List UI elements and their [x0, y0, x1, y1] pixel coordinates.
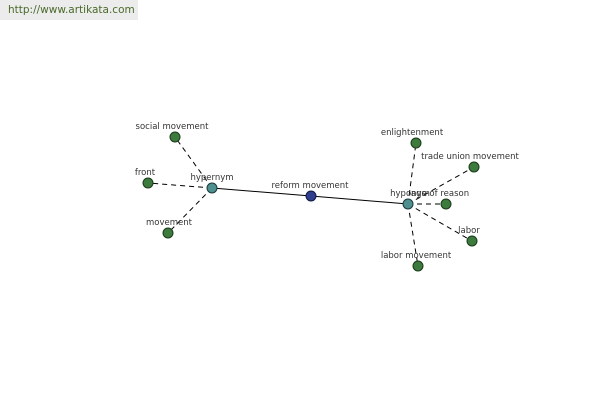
node-front[interactable]: [142, 177, 154, 189]
label-front: front: [135, 168, 156, 178]
node-social-movement[interactable]: [169, 131, 181, 143]
node-hypernym[interactable]: [206, 182, 218, 194]
watermark: http://www.artikata.com: [0, 0, 138, 20]
edge-labor: [407, 203, 473, 242]
label-age-of-reason: age of reason: [411, 189, 469, 199]
watermark-text: http://www.artikata.com: [8, 4, 135, 16]
label-hypernym: hypernym: [190, 173, 233, 183]
label-labor-movement: labor movement: [381, 251, 452, 261]
node-enlightenment[interactable]: [410, 137, 422, 149]
node-trade-union-movement[interactable]: [468, 161, 480, 173]
label-trade-union-movement: trade union movement: [421, 152, 519, 162]
label-hyponym: hyponym: [390, 189, 430, 199]
node-age-of-reason[interactable]: [440, 198, 452, 210]
label-social-movement: social movement: [136, 122, 210, 132]
edge-front: [147, 182, 213, 189]
edge-movement: [167, 187, 213, 234]
label-movement: movement: [146, 218, 193, 228]
node-labor-movement[interactable]: [412, 260, 424, 272]
node-hyponym[interactable]: [402, 198, 414, 210]
label-labor: labor: [458, 226, 480, 236]
edge-center-hyponym: [310, 195, 409, 205]
node-labor[interactable]: [466, 235, 478, 247]
edge-labor-movement: [407, 203, 419, 267]
node-movement[interactable]: [162, 227, 174, 239]
node-reform-movement[interactable]: [305, 190, 317, 202]
edge-social-movement: [174, 136, 213, 189]
label-enlightenment: enlightenment: [381, 128, 444, 138]
edge-trade-union-movement: [407, 166, 475, 205]
edge-hypernym-center: [211, 187, 312, 197]
edge-enlightenment: [407, 142, 417, 205]
label-reform-movement: reform movement: [271, 181, 349, 191]
